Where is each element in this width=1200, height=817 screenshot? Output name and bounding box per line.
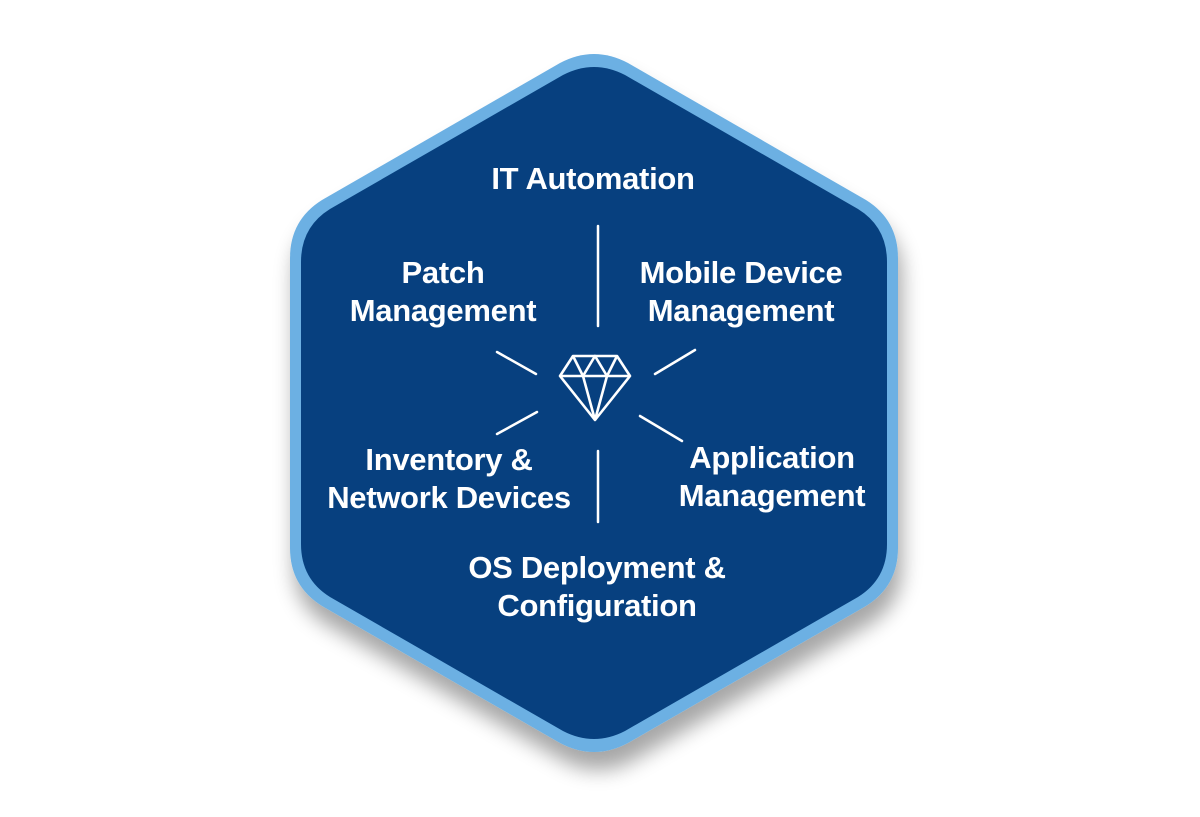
label-mobile-device-management: Mobile Device Management	[640, 254, 843, 330]
label-line: Application	[689, 440, 855, 475]
label-line: Patch	[401, 255, 485, 290]
label-line: Management	[349, 293, 537, 328]
divider-lower-left	[495, 410, 539, 436]
label-line: Configuration	[497, 588, 697, 623]
label-patch-management: Patch Management	[349, 254, 537, 330]
divider-upper-left	[495, 350, 538, 376]
label-line: Mobile Device	[639, 255, 843, 290]
label-inventory-network-devices: Inventory & Network Devices	[327, 441, 571, 517]
label-it-automation: IT Automation	[491, 160, 695, 198]
label-line: Management	[647, 293, 835, 328]
label-line: Network Devices	[327, 480, 571, 515]
diamond-icon	[558, 354, 632, 422]
divider-lower-right	[638, 414, 684, 443]
label-line: IT Automation	[491, 161, 695, 196]
divider-lines	[495, 224, 697, 524]
label-line: OS Deployment &	[468, 550, 726, 585]
hexagon-fill	[301, 67, 887, 739]
label-line: Inventory &	[365, 442, 533, 477]
label-os-deployment-configuration: OS Deployment & Configuration	[468, 549, 726, 625]
label-application-management: Application Management	[678, 439, 866, 515]
label-line: Management	[678, 478, 866, 513]
divider-upper-right	[653, 348, 697, 376]
